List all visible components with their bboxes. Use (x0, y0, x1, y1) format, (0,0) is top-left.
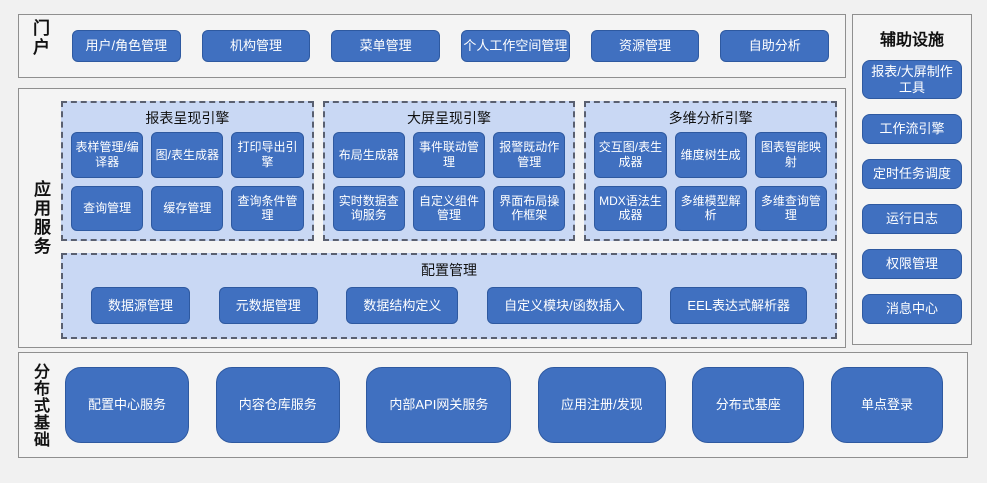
engine-button[interactable]: 查询条件管理 (231, 185, 304, 231)
foundation-buttons: 配置中心服务内容仓库服务内部API网关服务应用注册/发现分布式基座单点登录 (47, 353, 967, 457)
config-button[interactable]: 自定义模块/函数插入 (487, 287, 642, 324)
portal-button[interactable]: 自助分析 (720, 30, 830, 62)
engine-grid: 交互图/表生成器维度树生成图表智能映射 MDX语法生成器多维模型解析多维查询管理 (594, 132, 828, 231)
engine-button[interactable]: 维度树生成 (674, 132, 747, 178)
engine-button[interactable]: 交互图/表生成器 (594, 132, 667, 178)
config-button[interactable]: 数据源管理 (91, 287, 191, 324)
auxiliary-panel: 辅助设施 报表/大屏制作工具工作流引擎定时任务调度运行日志权限管理消息中心 (852, 14, 972, 345)
portal-button[interactable]: 个人工作空间管理 (461, 30, 570, 62)
engine-button[interactable]: 图表智能映射 (754, 132, 828, 178)
auxiliary-button[interactable]: 定时任务调度 (862, 159, 962, 190)
foundation-button[interactable]: 内部API网关服务 (366, 367, 512, 443)
config-button[interactable]: 元数据管理 (218, 287, 318, 324)
foundation-section: 分布式基础 配置中心服务内容仓库服务内部API网关服务应用注册/发现分布式基座单… (18, 352, 968, 458)
portal-button[interactable]: 资源管理 (590, 30, 700, 62)
engine-button[interactable]: 界面布局操作框架 (493, 185, 566, 231)
foundation-button[interactable]: 单点登录 (830, 367, 943, 443)
engine-button[interactable]: 打印导出引擎 (231, 132, 304, 178)
auxiliary-button[interactable]: 运行日志 (862, 204, 962, 235)
foundation-button[interactable]: 应用注册/发现 (538, 367, 666, 443)
portal-button[interactable]: 机构管理 (201, 30, 311, 62)
app-services-label: 应用服务 (31, 180, 50, 256)
engine-button[interactable]: 报警既动作管理 (493, 132, 566, 178)
engine-button[interactable]: 表样管理/编译器 (71, 132, 144, 178)
config-button[interactable]: 数据结构定义 (346, 287, 459, 324)
auxiliary-buttons: 报表/大屏制作工具工作流引擎定时任务调度运行日志权限管理消息中心 (853, 60, 971, 325)
portal-button[interactable]: 菜单管理 (331, 30, 441, 62)
engine-button[interactable]: 查询管理 (71, 185, 144, 231)
config-buttons: 数据源管理元数据管理数据结构定义自定义模块/函数插入 EEL表达式解析器 (73, 284, 825, 327)
engine-grid: 布局生成器事件联动管理报警既动作管理实时数据查询服务自定义组件管理界面布局操作框… (332, 132, 566, 231)
app-services-section: 应用服务 报表呈现引擎表样管理/编译器图/表生成器打印导出引擎查询管理缓存管理查… (18, 88, 846, 348)
engine-title: 报表呈现引擎 (145, 110, 230, 126)
engine-button[interactable]: 布局生成器 (332, 132, 405, 178)
foundation-button[interactable]: 配置中心服务 (65, 367, 190, 443)
engine-button[interactable]: 图/表生成器 (151, 132, 224, 178)
engine-button[interactable]: 多维查询管理 (754, 185, 828, 231)
engine-button[interactable]: 缓存管理 (151, 185, 224, 231)
foundation-label: 分布式基础 (31, 362, 48, 448)
config-group-title: 配置管理 (421, 262, 477, 278)
auxiliary-button[interactable]: 报表/大屏制作工具 (862, 60, 962, 100)
portal-buttons: 用户/角色管理机构管理菜单管理个人工作空间管理资源管理自助分析 (48, 30, 845, 62)
engine-group: 多维分析引擎交互图/表生成器维度树生成图表智能映射 MDX语法生成器多维模型解析多… (584, 101, 838, 241)
portal-section: 门户 用户/角色管理机构管理菜单管理个人工作空间管理资源管理自助分析 (18, 14, 846, 78)
foundation-button[interactable]: 内容仓库服务 (215, 367, 340, 443)
config-button[interactable]: EEL表达式解析器 (670, 287, 807, 324)
engine-button[interactable]: 自定义组件管理 (412, 185, 486, 231)
auxiliary-button[interactable]: 消息中心 (862, 294, 962, 325)
engines-row: 报表呈现引擎表样管理/编译器图/表生成器打印导出引擎查询管理缓存管理查询条件管理… (61, 101, 838, 241)
portal-button[interactable]: 用户/角色管理 (72, 30, 181, 62)
foundation-button[interactable]: 分布式基座 (692, 367, 805, 443)
config-group: 配置管理 数据源管理元数据管理数据结构定义自定义模块/函数插入 EEL表达式解析器 (61, 253, 837, 339)
portal-label: 门户 (30, 19, 49, 57)
engine-group: 报表呈现引擎表样管理/编译器图/表生成器打印导出引擎查询管理缓存管理查询条件管理 (61, 101, 314, 241)
engine-grid: 表样管理/编译器图/表生成器打印导出引擎查询管理缓存管理查询条件管理 (71, 132, 304, 231)
engine-title: 多维分析引擎 (668, 110, 753, 126)
auxiliary-title: 辅助设施 (879, 32, 944, 49)
engine-title: 大屏呈现引擎 (407, 110, 491, 126)
engine-group: 大屏呈现引擎布局生成器事件联动管理报警既动作管理实时数据查询服务自定义组件管理界… (322, 101, 576, 241)
engine-button[interactable]: MDX语法生成器 (594, 185, 667, 231)
app-services-content: 报表呈现引擎表样管理/编译器图/表生成器打印导出引擎查询管理缓存管理查询条件管理… (49, 89, 845, 347)
engine-button[interactable]: 事件联动管理 (412, 132, 486, 178)
engine-button[interactable]: 多维模型解析 (674, 185, 747, 231)
auxiliary-button[interactable]: 工作流引擎 (862, 114, 962, 145)
auxiliary-button[interactable]: 权限管理 (862, 249, 962, 280)
engine-button[interactable]: 实时数据查询服务 (332, 185, 405, 231)
